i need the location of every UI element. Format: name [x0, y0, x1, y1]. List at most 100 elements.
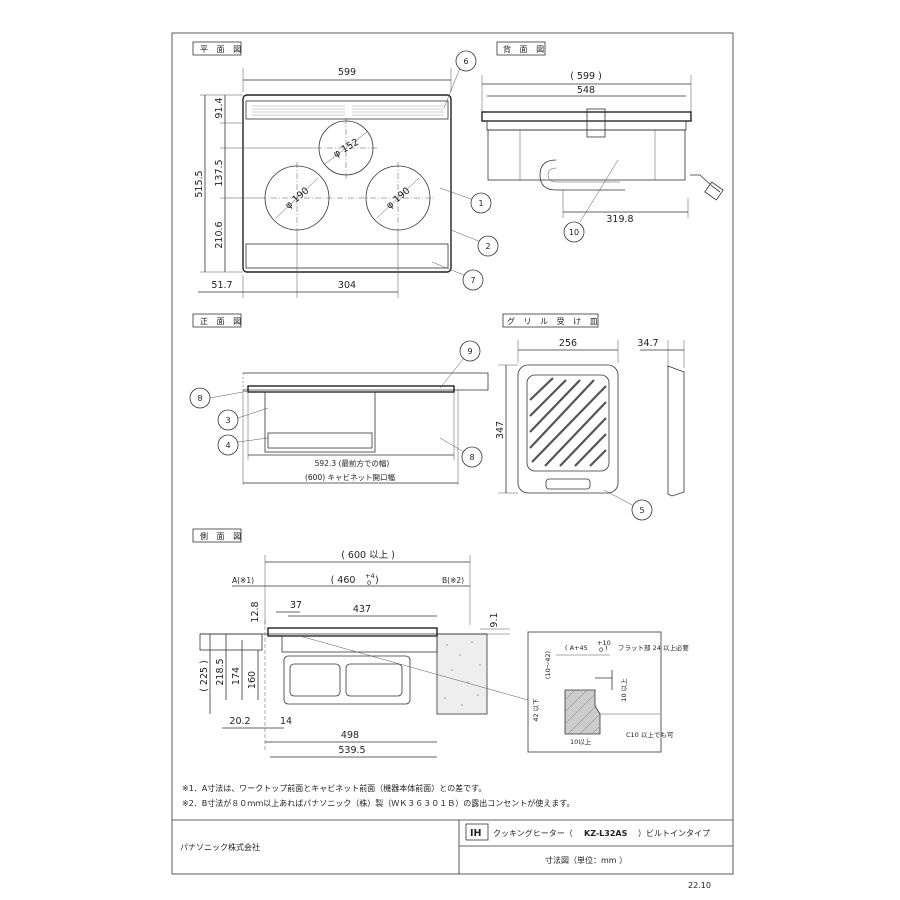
detail-a45-close: ) [605, 644, 608, 652]
company-name: パナソニック株式会社 [180, 842, 260, 852]
callout-8a [189, 387, 211, 409]
product-name-a: クッキングヒーター（ [493, 828, 573, 838]
side-a-label: A(※1) [232, 576, 254, 585]
detail-c10: C10 以上でも可 [626, 730, 674, 739]
detail-flat: フラット部 24 以上必要 [618, 643, 689, 652]
dim-plan-width: 599 [338, 67, 356, 78]
plan-cooktop [242, 94, 452, 273]
dim-side-539: 539.5 [338, 745, 365, 756]
front-title: 正 面 図 [200, 317, 244, 326]
grill-title: グ リ ル 受 け 皿 [507, 316, 601, 326]
ih-box [465, 823, 489, 841]
callout-1 [470, 192, 492, 214]
dim-side-174: 174 [231, 667, 242, 685]
detail-h10: 10 以上 [619, 678, 628, 702]
back-cord [539, 159, 625, 191]
back-body [487, 129, 686, 181]
side-title: 側 面 図 [200, 531, 244, 541]
front-title-box [192, 313, 242, 328]
side-view: 側 面 図 ( 600 以上 ) A(※1) B(※2) ( 460 +4 0 … [192, 528, 529, 758]
front-worktop [243, 372, 489, 391]
dim-side-460: ( 460 [331, 575, 356, 586]
back-terminal [586, 108, 606, 138]
grill-pan-view: グ リ ル 受 け 皿 256 347 34.7 5 [495, 313, 685, 521]
ih-label: IH [470, 828, 482, 839]
plan-title-box [192, 41, 242, 56]
front-body [264, 391, 376, 453]
callout-10-label: 10 [569, 228, 579, 237]
callout-1-label: 1 [478, 199, 483, 208]
callout-5 [217, 434, 239, 456]
dim-plan-pitch: 304 [338, 280, 356, 291]
dim-side-225: ( 225 ) [199, 660, 210, 692]
dim-grill-depth: 347 [495, 421, 506, 439]
title-block: パナソニック株式会社 IH クッキングヒーター（ KZ-L32AS ）ビルトイン… [180, 820, 733, 890]
detail-frame [527, 631, 662, 753]
dim-side-37: 37 [290, 600, 302, 611]
side-worktop-front [199, 633, 263, 651]
callout-6-label: 7 [470, 276, 475, 285]
callout-8b-label: 8 [469, 453, 474, 462]
dim-side-160: 160 [247, 671, 258, 689]
callout-10 [563, 221, 585, 243]
plan-view: 平 面 図 φ 152 φ 190 φ 190 599 [192, 41, 499, 298]
dim-grill-thick: 34.7 [637, 338, 658, 349]
detail-a45-tol2: 0 [599, 646, 603, 654]
dim-burner-left: φ 190 [283, 185, 311, 211]
dim-back-overall: ( 599 ) [570, 71, 602, 82]
dim-plan-mid: 137.5 [214, 159, 225, 186]
back-title-box [496, 41, 546, 56]
dim-side-460-tol2: 0 [367, 579, 371, 587]
callout-5-label: 4 [225, 441, 230, 450]
grill-pan-inner [526, 374, 610, 472]
plan-vent [245, 100, 449, 120]
front-view: 正 面 図 592.3 (最前方での幅) (600) キャビネット開口幅 8 3… [189, 313, 489, 485]
dim-plan-lower: 210.6 [214, 221, 225, 248]
callout-2 [477, 235, 499, 257]
detail-view: ( A+45 +10 0 ) フラット部 24 以上必要 (10～42) 42 … [527, 631, 689, 753]
grill-pan-side [667, 365, 685, 497]
detail-a45-tol: +10 [597, 639, 611, 647]
callout-4 [217, 409, 239, 431]
detail-a45: ( A+45 [565, 644, 588, 652]
side-upper-body [281, 635, 438, 653]
callout-9-label: 9 [467, 347, 472, 356]
callout-3 [455, 50, 477, 72]
back-title: 背 面 図 [503, 44, 547, 54]
dim-plan-depth: 515.5 [194, 170, 205, 197]
dim-side-20: 20.2 [229, 716, 250, 727]
dim-plan-top: 91.4 [214, 97, 225, 118]
callout-7-label: 5 [639, 506, 644, 515]
dim-side-600: ( 600 以上 ) [341, 550, 395, 561]
callout-3-label: 6 [463, 57, 468, 66]
sheet-frame [171, 32, 734, 875]
side-b-label: B(※2) [442, 576, 464, 585]
callout-2-label: 2 [485, 242, 490, 251]
callout-8a-label: 8 [197, 394, 202, 403]
dim-front-cabinet: (600) キャビネット開口幅 [305, 472, 396, 482]
plan-title: 平 面 図 [200, 45, 244, 54]
dim-grill-width: 256 [559, 338, 577, 349]
detail-h42: 42 以下 [532, 698, 540, 722]
grill-pan-outer [517, 364, 619, 494]
product-name-b: ）ビルトインタイプ [638, 829, 710, 838]
callout-4-label: 3 [225, 416, 230, 425]
dim-burner-right: φ 190 [384, 185, 412, 211]
grill-title-box [502, 313, 599, 328]
back-top-plate [481, 111, 692, 122]
note-1: ※1．A寸法は、ワークトップ前面とキャビネット前面（機器本体前面）との差です。 [182, 783, 486, 793]
side-grill-box [283, 655, 411, 705]
callout-6 [462, 269, 484, 291]
model-number: KZ-L32AS [584, 829, 628, 838]
detail-worktop-section [564, 689, 601, 735]
dim-side-498: 498 [341, 730, 359, 741]
side-glass-top [267, 627, 438, 637]
back-view: 背 面 図 ( 599 ) 548 319.8 10 [481, 41, 724, 243]
dim-side-460-close: ) [375, 575, 379, 586]
callout-8b [461, 446, 483, 468]
date-label: 22.10 [688, 881, 711, 890]
dim-side-9: 9.1 [489, 612, 500, 627]
dim-back-inner: 548 [577, 85, 595, 96]
dim-side-12: 12.8 [250, 601, 261, 622]
side-title-box [192, 528, 242, 543]
